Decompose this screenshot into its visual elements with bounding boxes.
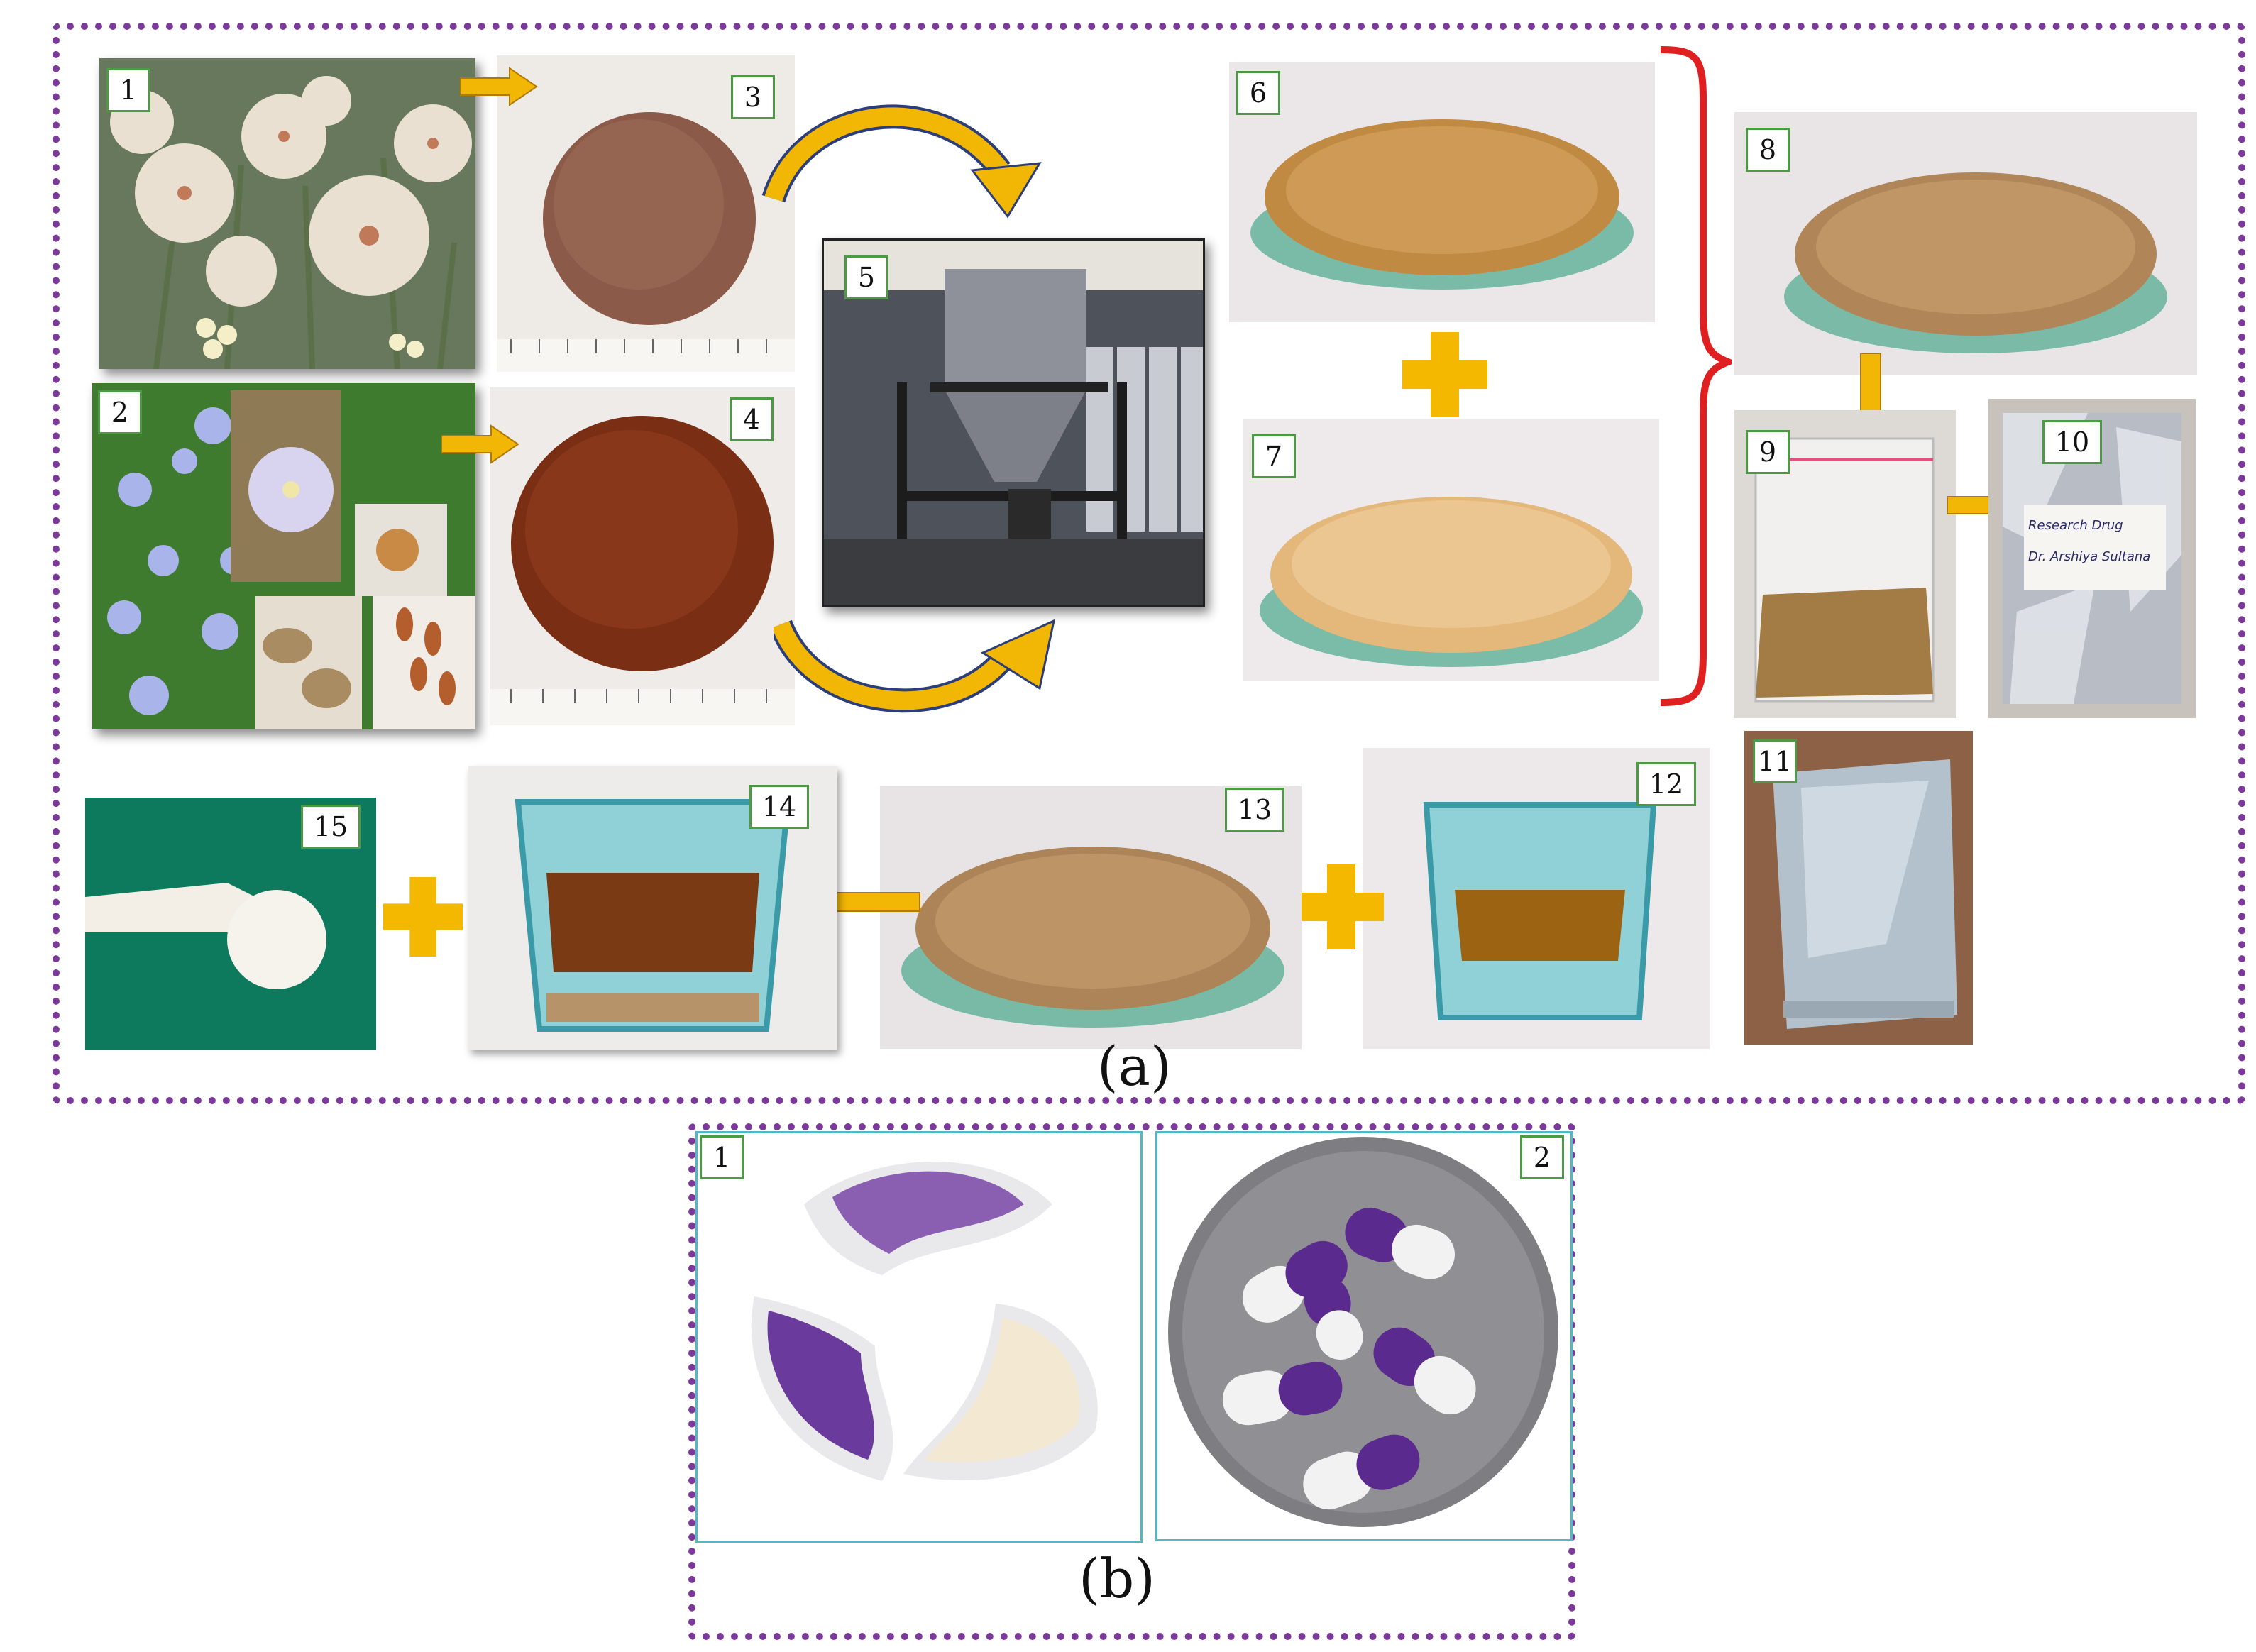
panel-4-flaxseed-photo [490,387,795,725]
arrow-right-icon [441,424,519,464]
plus-icon [1299,864,1384,949]
panel-number-label: 2 [1520,1135,1564,1179]
panel-11-sachet-photo [1744,731,1973,1045]
panel-number-label: 1 [700,1135,744,1179]
panel-number-label: 2 [98,390,142,434]
panel-number-label: 11 [1753,739,1797,783]
part-b-panel-1-capsule-tray-photo [695,1131,1143,1543]
curved-arrow-icon [761,104,1042,219]
panel-number-label: 9 [1746,430,1790,474]
arrow-right-icon [460,67,538,106]
panel-10-foil-pouch-photo: Research Drug Dr. Arshiya Sultana [1988,399,2196,718]
bag-note-line1: Research Drug [2028,518,2123,533]
brace-icon [1660,46,1732,706]
panel-number-label: 14 [749,785,809,829]
part-a-frame [53,23,2245,1104]
panel-2-flax-collage [92,383,475,729]
plus-icon [1402,332,1487,417]
part-b-label: (b) [1079,1547,1155,1610]
panel-1-plant-photo [99,58,475,369]
panel-number-label: 5 [844,255,888,299]
panel-7-powder-dish-photo [1243,419,1659,681]
plus-icon [383,877,463,957]
panel-number-label: 12 [1636,762,1696,806]
panel-number-label: 15 [301,805,361,849]
panel-number-label: 4 [730,397,774,441]
bag-note-line2: Dr. Arshiya Sultana [2028,549,2151,564]
panel-number-label: 7 [1252,434,1296,478]
part-a-label: (a) [1097,1035,1172,1098]
panel-number-label: 3 [731,75,775,119]
panel-6-powder-dish-photo [1229,62,1655,322]
panel-number-label: 13 [1225,788,1284,832]
panel-number-label: 10 [2042,420,2102,464]
panel-14-paste-container-photo [468,766,837,1050]
part-b-panel-2-capsules-closeup-photo [1155,1131,1573,1541]
panel-number-label: 6 [1236,71,1280,115]
panel-number-label: 8 [1746,128,1790,172]
panel-9-packet-photo [1734,410,1956,718]
panel-8-powder-dish-photo [1734,112,2197,375]
curved-arrow-icon [774,619,1056,713]
panel-number-label: 1 [106,68,150,112]
